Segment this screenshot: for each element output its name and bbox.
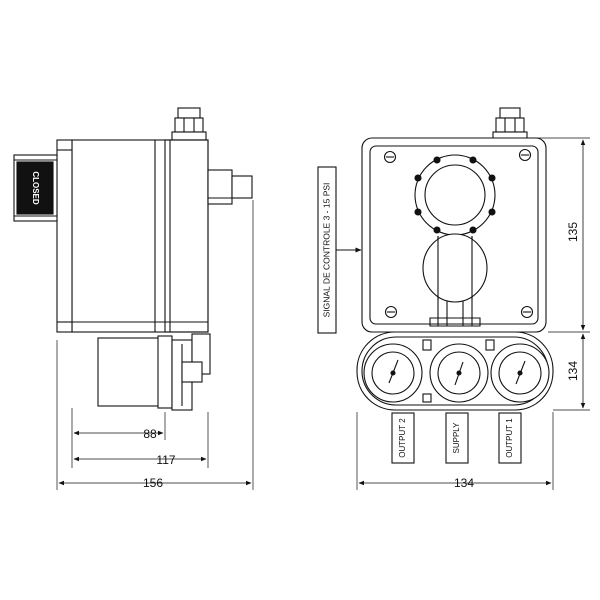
- port-label-output-1: OUTPUT 1: [505, 418, 514, 458]
- signal-label: SIGNAL DE CONTROLE 3 - 15 PSI: [321, 183, 331, 318]
- gauge-output-2: [363, 343, 423, 403]
- dim-134-vertical-label: 134: [566, 361, 580, 381]
- front-view: [317, 107, 590, 490]
- dim-134-horizontal-label: 134: [454, 476, 474, 490]
- viewing-window: [414, 154, 496, 236]
- main-housing-side: [71, 139, 209, 333]
- hex-nut-front: [492, 107, 528, 141]
- port-label-supply: SUPPLY: [452, 422, 461, 454]
- gauge-block-side: [97, 333, 211, 411]
- port-output-2: [391, 412, 415, 464]
- port-output-1: [498, 412, 522, 464]
- closed-indicator: CLOSED: [13, 154, 58, 222]
- left-flange: [56, 139, 73, 333]
- hex-nut-side: [171, 107, 207, 141]
- dim-156-label: 156: [143, 476, 163, 490]
- closed-label: CLOSED: [31, 171, 40, 205]
- spindle-stem: [207, 169, 253, 205]
- gauge-supply: [429, 343, 489, 403]
- dim-135-label: 135: [566, 222, 580, 242]
- dim-117-label: 117: [156, 453, 175, 467]
- cam-lobe: [422, 233, 488, 303]
- side-view: CLOSED: [13, 107, 254, 490]
- gauge-output-1: [490, 343, 550, 403]
- port-label-output-2: OUTPUT 2: [398, 418, 407, 458]
- port-supply: [445, 412, 469, 464]
- corner-screws: [383, 148, 534, 319]
- dim-88-label: 88: [143, 427, 157, 441]
